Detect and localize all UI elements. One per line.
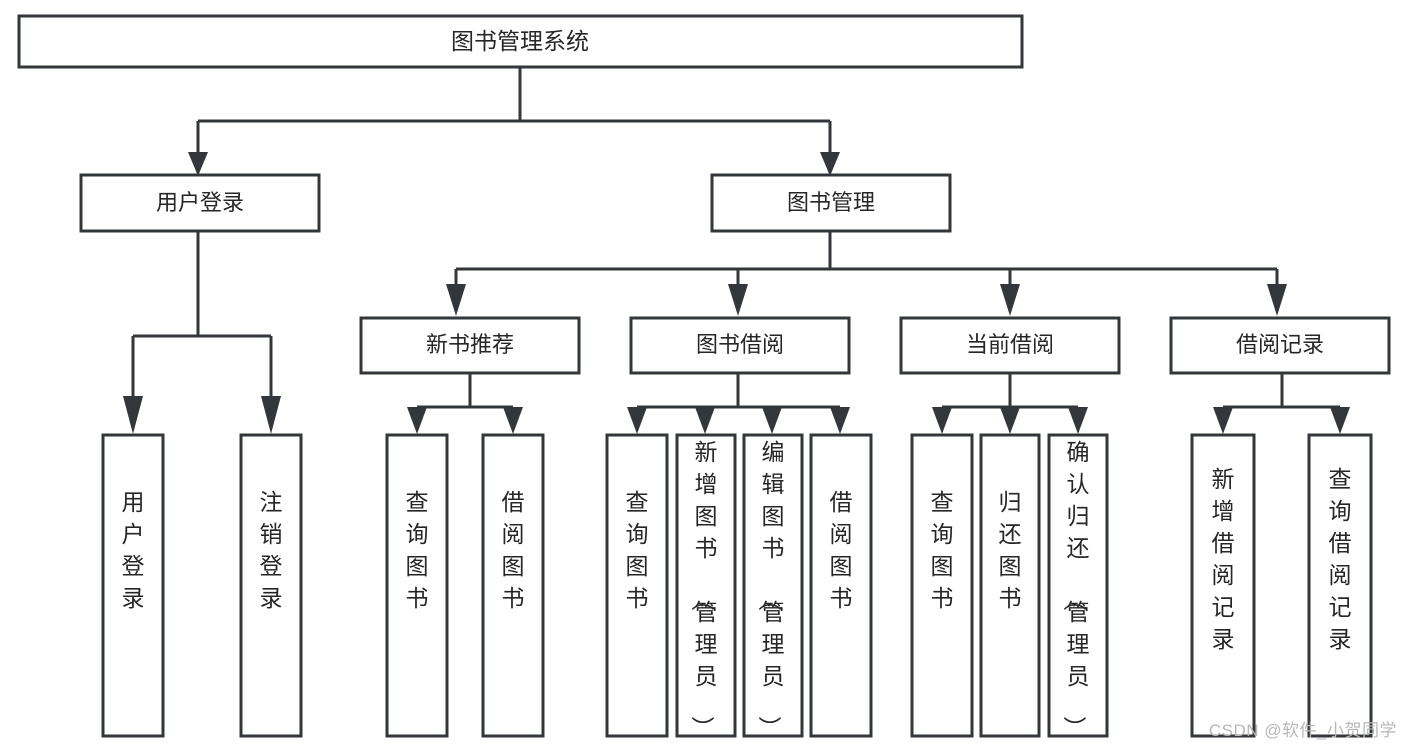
connector-layer bbox=[123, 68, 1350, 434]
arrowhead-borrow-to-c2 bbox=[695, 407, 715, 434]
node-l3-8[interactable]: 借阅图书 bbox=[809, 433, 873, 738]
node-l3-11-label: 确认归还（管理员） bbox=[1062, 439, 1090, 739]
node-l1-login[interactable]: 用户登录 bbox=[79, 173, 321, 233]
node-l2-records-box[interactable] bbox=[1169, 316, 1391, 375]
arrowhead-bookmgmt-to-newbook bbox=[446, 284, 466, 316]
node-l2-borrow-box[interactable] bbox=[629, 316, 851, 375]
node-l2-records[interactable]: 借阅记录 bbox=[1169, 316, 1391, 375]
node-l3-12-box[interactable] bbox=[1190, 433, 1256, 738]
node-l3-10-box[interactable] bbox=[979, 433, 1041, 738]
arrowhead-borrow-to-c3 bbox=[762, 407, 782, 434]
arrowhead-bookmgmt-to-current bbox=[1000, 284, 1020, 316]
arrowhead-bookmgmt-to-borrow bbox=[728, 284, 748, 316]
arrowhead-borrow-to-c4 bbox=[830, 407, 850, 434]
arrowhead-current-to-c3 bbox=[1068, 407, 1088, 434]
node-l3-5[interactable]: 查询图书 bbox=[605, 433, 669, 738]
node-l3-6-label: 新增图书（管理员） bbox=[690, 439, 718, 739]
node-l2-current[interactable]: 当前借阅 bbox=[899, 316, 1121, 375]
node-l3-1-label: 用户登录 bbox=[122, 489, 145, 611]
arrowhead-bookmgmt-to-records bbox=[1267, 284, 1287, 316]
node-l3-12-label: 新增借阅记录 bbox=[1212, 466, 1235, 652]
arrowhead-current-to-c2 bbox=[1000, 407, 1020, 434]
node-l3-2[interactable]: 注销登录 bbox=[239, 433, 303, 738]
node-l1-bookmgmt[interactable]: 图书管理 bbox=[710, 173, 952, 233]
node-l3-6-box[interactable] bbox=[675, 433, 737, 738]
node-l3-9-label: 查询图书 bbox=[931, 489, 954, 611]
arrowhead-current-to-c1 bbox=[932, 407, 952, 434]
node-l1-login-box[interactable] bbox=[79, 173, 321, 233]
node-l3-11[interactable]: 确认归还（管理员） bbox=[1047, 433, 1109, 739]
node-l3-13[interactable]: 查询借阅记录 bbox=[1307, 433, 1373, 738]
arrowhead-newbook-to-c2 bbox=[503, 407, 523, 434]
node-l2-current-label: 当前借阅 bbox=[966, 332, 1054, 357]
node-l3-5-label: 查询图书 bbox=[626, 489, 649, 611]
node-l3-8-box[interactable] bbox=[809, 433, 873, 738]
node-l2-newbook-box[interactable] bbox=[359, 316, 581, 375]
node-l3-1-box[interactable] bbox=[101, 433, 165, 738]
node-root[interactable]: 图书管理系统 bbox=[17, 14, 1024, 69]
node-l3-3-label: 查询图书 bbox=[406, 489, 429, 611]
node-l3-8-label: 借阅图书 bbox=[830, 489, 853, 611]
node-l3-7[interactable]: 编辑图书（管理员） bbox=[742, 433, 804, 739]
node-l3-2-box[interactable] bbox=[239, 433, 303, 738]
node-l3-9-box[interactable] bbox=[910, 433, 974, 738]
arrowhead-root-to-bookmgmt bbox=[820, 152, 840, 176]
arrowhead-login-to-c2 bbox=[261, 396, 281, 434]
node-l3-4-box[interactable] bbox=[481, 433, 545, 738]
node-l3-10[interactable]: 归还图书 bbox=[979, 433, 1041, 738]
node-l3-5-box[interactable] bbox=[605, 433, 669, 738]
node-l2-borrow-label: 图书借阅 bbox=[696, 332, 784, 357]
arrowhead-records-to-c2 bbox=[1330, 407, 1350, 434]
node-l3-2-label: 注销登录 bbox=[260, 489, 283, 611]
node-l1-bookmgmt-label: 图书管理 bbox=[787, 190, 875, 215]
node-l3-12[interactable]: 新增借阅记录 bbox=[1190, 433, 1256, 738]
node-l3-3[interactable]: 查询图书 bbox=[385, 433, 449, 738]
node-l2-newbook[interactable]: 新书推荐 bbox=[359, 316, 581, 375]
node-l3-10-label: 归还图书 bbox=[999, 489, 1022, 611]
node-l3-6[interactable]: 新增图书（管理员） bbox=[675, 433, 737, 739]
node-l2-records-label: 借阅记录 bbox=[1236, 332, 1324, 357]
node-l2-borrow[interactable]: 图书借阅 bbox=[629, 316, 851, 375]
node-l3-4-label: 借阅图书 bbox=[502, 489, 525, 611]
arrowhead-borrow-to-c1 bbox=[627, 407, 647, 434]
arrowhead-root-to-login bbox=[188, 152, 208, 176]
node-l3-13-label: 查询借阅记录 bbox=[1329, 466, 1352, 652]
arrowhead-login-to-c1 bbox=[123, 396, 143, 434]
node-l3-11-box[interactable] bbox=[1047, 433, 1109, 738]
node-l2-newbook-label: 新书推荐 bbox=[426, 332, 514, 357]
node-l3-4[interactable]: 借阅图书 bbox=[481, 433, 545, 738]
node-l3-3-box[interactable] bbox=[385, 433, 449, 738]
node-l3-9[interactable]: 查询图书 bbox=[910, 433, 974, 738]
node-l3-1[interactable]: 用户登录 bbox=[101, 433, 165, 738]
arrowhead-newbook-to-c1 bbox=[407, 407, 427, 434]
node-l3-7-box[interactable] bbox=[742, 433, 804, 738]
node-root-box[interactable] bbox=[17, 14, 1024, 69]
node-l1-login-label: 用户登录 bbox=[156, 190, 244, 215]
node-l2-current-box[interactable] bbox=[899, 316, 1121, 375]
arrowhead-records-to-c1 bbox=[1213, 407, 1233, 434]
node-l3-7-label: 编辑图书（管理员） bbox=[757, 439, 785, 739]
node-root-label: 图书管理系统 bbox=[451, 28, 589, 54]
csdn-watermark: CSDN @软件_小贺同学 bbox=[1208, 721, 1397, 740]
node-l3-13-box[interactable] bbox=[1307, 433, 1373, 738]
node-l1-bookmgmt-box[interactable] bbox=[710, 173, 952, 233]
